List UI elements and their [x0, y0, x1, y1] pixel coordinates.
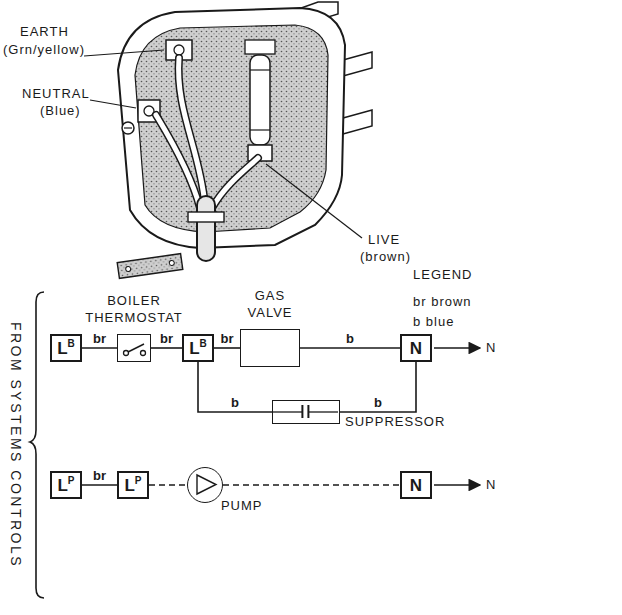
part-label: NEUTRAL [22, 86, 90, 102]
plug-body [118, 2, 372, 248]
component-label: SUPPRESSOR [345, 413, 445, 431]
wire [214, 347, 240, 349]
part-label: (Grn/yellow) [3, 42, 85, 58]
terminal-letter: L [57, 339, 67, 358]
wire-colour-code: br [91, 332, 108, 345]
cord-grip [188, 212, 224, 222]
component-label: GAS VALVE [248, 287, 293, 322]
component-symbol [241, 330, 299, 366]
component-label: BOILER THERMOSTAT [85, 292, 183, 327]
terminal-label: LB [189, 339, 207, 357]
plug-interior [135, 25, 328, 232]
terminal-letter: L [124, 476, 134, 495]
terminal-box: LB [50, 334, 82, 362]
terminal-label: LP [57, 476, 74, 494]
wire-colour-code: b [229, 396, 241, 409]
legend-entry: br brown [413, 294, 472, 310]
pump-symbol: PUMP [187, 467, 223, 503]
wire-colour-code: b [372, 396, 384, 409]
cord-clamp-plate [117, 254, 183, 279]
component-symbol [118, 335, 150, 361]
wire [223, 484, 400, 486]
terminal-box: LP [117, 471, 149, 499]
terminal-letter: L [57, 476, 67, 495]
terminal-label: LB [57, 339, 75, 357]
part-label: LEGEND [413, 267, 472, 283]
terminal-index: B [68, 338, 75, 349]
terminal-box: LB [182, 334, 214, 362]
leader-lines [84, 50, 362, 238]
part-label: (brown) [360, 249, 411, 265]
part-label: (Blue) [40, 103, 81, 119]
wire-colour-code: br [219, 332, 236, 345]
terminal-box: N [400, 334, 432, 362]
cover-screw [122, 122, 134, 134]
wire [151, 347, 182, 349]
terminal-index: B [200, 338, 207, 349]
plug-shell [118, 8, 345, 248]
terminal-letter: N [410, 339, 422, 358]
terminal-box: LP [50, 471, 82, 499]
part-label: N [486, 340, 496, 356]
terminal-letter: L [189, 339, 199, 358]
terminal-letter: N [410, 476, 422, 495]
part-label: N [486, 477, 496, 493]
terminal-index: P [135, 475, 142, 486]
component-symbol [188, 468, 222, 502]
wire [300, 347, 400, 349]
wire-colour-code: br [158, 332, 175, 345]
brace [30, 292, 44, 598]
component-box: GAS VALVE [240, 329, 300, 367]
wire [340, 362, 416, 412]
legend-entry: b blue [413, 314, 454, 330]
fuse [245, 40, 275, 145]
component-symbol [273, 401, 339, 423]
wire [82, 347, 117, 349]
terminals [138, 40, 272, 161]
wire-colour-code: br [91, 469, 108, 482]
wire [198, 362, 272, 412]
terminal-label: N [410, 340, 422, 357]
component-box: SUPPRESSOR [272, 400, 340, 424]
wire-colour-code: b [344, 332, 356, 345]
component-box: BOILER THERMOSTAT [117, 334, 151, 362]
live-pin [343, 110, 372, 134]
cable-wires [156, 58, 258, 252]
terminal-index: P [68, 475, 75, 486]
part-label: EARTH [20, 24, 69, 40]
terminal-box: N [400, 471, 432, 499]
terminal-label: N [410, 477, 422, 494]
component-label: PUMP [221, 497, 263, 515]
wire [149, 484, 187, 486]
part-label: LIVE [368, 232, 400, 248]
wire [82, 484, 117, 486]
terminal-label: LP [124, 476, 141, 494]
neutral-pin [343, 52, 372, 76]
side-label: FROM SYSTEMS CONTROLS [8, 322, 25, 568]
